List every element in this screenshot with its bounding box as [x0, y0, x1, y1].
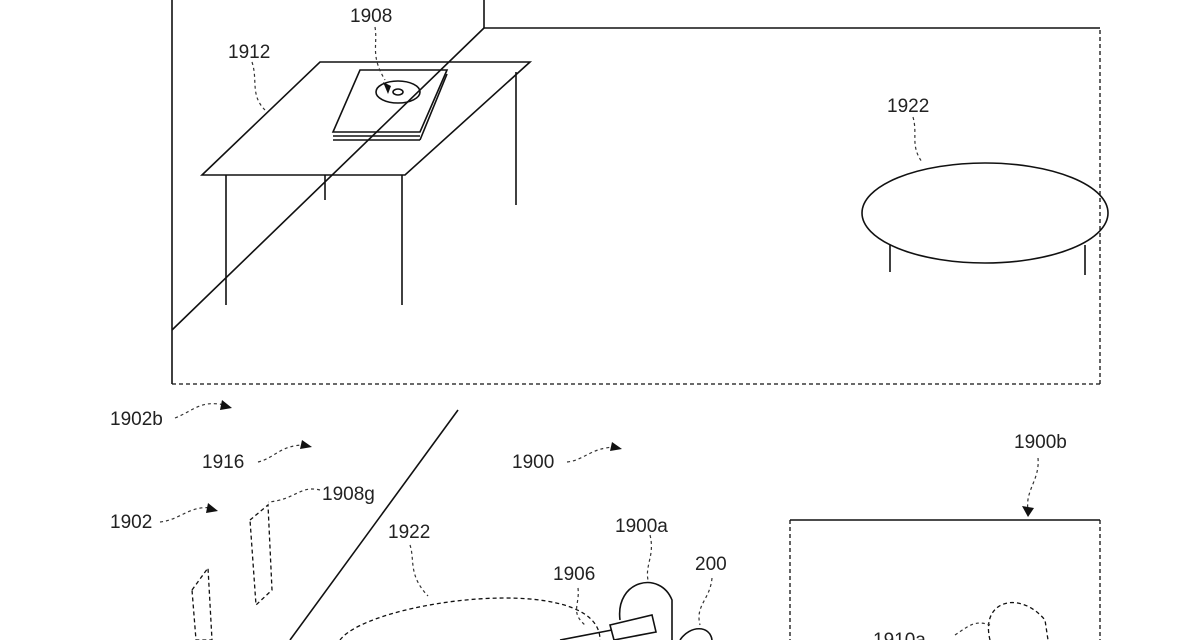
system-200	[679, 627, 713, 640]
label-1906: 1906	[553, 564, 595, 585]
label-1900b: 1900b	[1014, 432, 1067, 453]
label-1900a: 1900a	[615, 516, 668, 537]
label-1912: 1912	[228, 42, 270, 63]
round-table	[861, 162, 1109, 275]
remote-view-frame	[789, 519, 1101, 640]
label-1900: 1900	[512, 452, 554, 473]
label-1908g: 1908g	[322, 484, 375, 505]
user-figure	[619, 581, 673, 640]
round-table-bottom	[339, 597, 601, 640]
label-200: 200	[695, 554, 727, 575]
rect-table	[200, 61, 533, 305]
device-1906	[559, 629, 613, 640]
wall-line	[289, 409, 459, 640]
label-1908: 1908	[350, 6, 392, 27]
headset	[609, 614, 657, 640]
label-1902: 1902	[110, 512, 152, 533]
label-1902b: 1902b	[110, 409, 163, 430]
book-g	[249, 503, 273, 607]
label-1922-bottom: 1922	[388, 522, 430, 543]
label-1910a: 1910a	[873, 630, 926, 640]
arrowheads	[206, 82, 1034, 517]
book-stack	[331, 69, 449, 141]
view-panel	[191, 566, 213, 640]
room-frame	[171, 0, 1101, 385]
label-1916: 1916	[202, 452, 244, 473]
label-1922-top: 1922	[887, 96, 929, 117]
